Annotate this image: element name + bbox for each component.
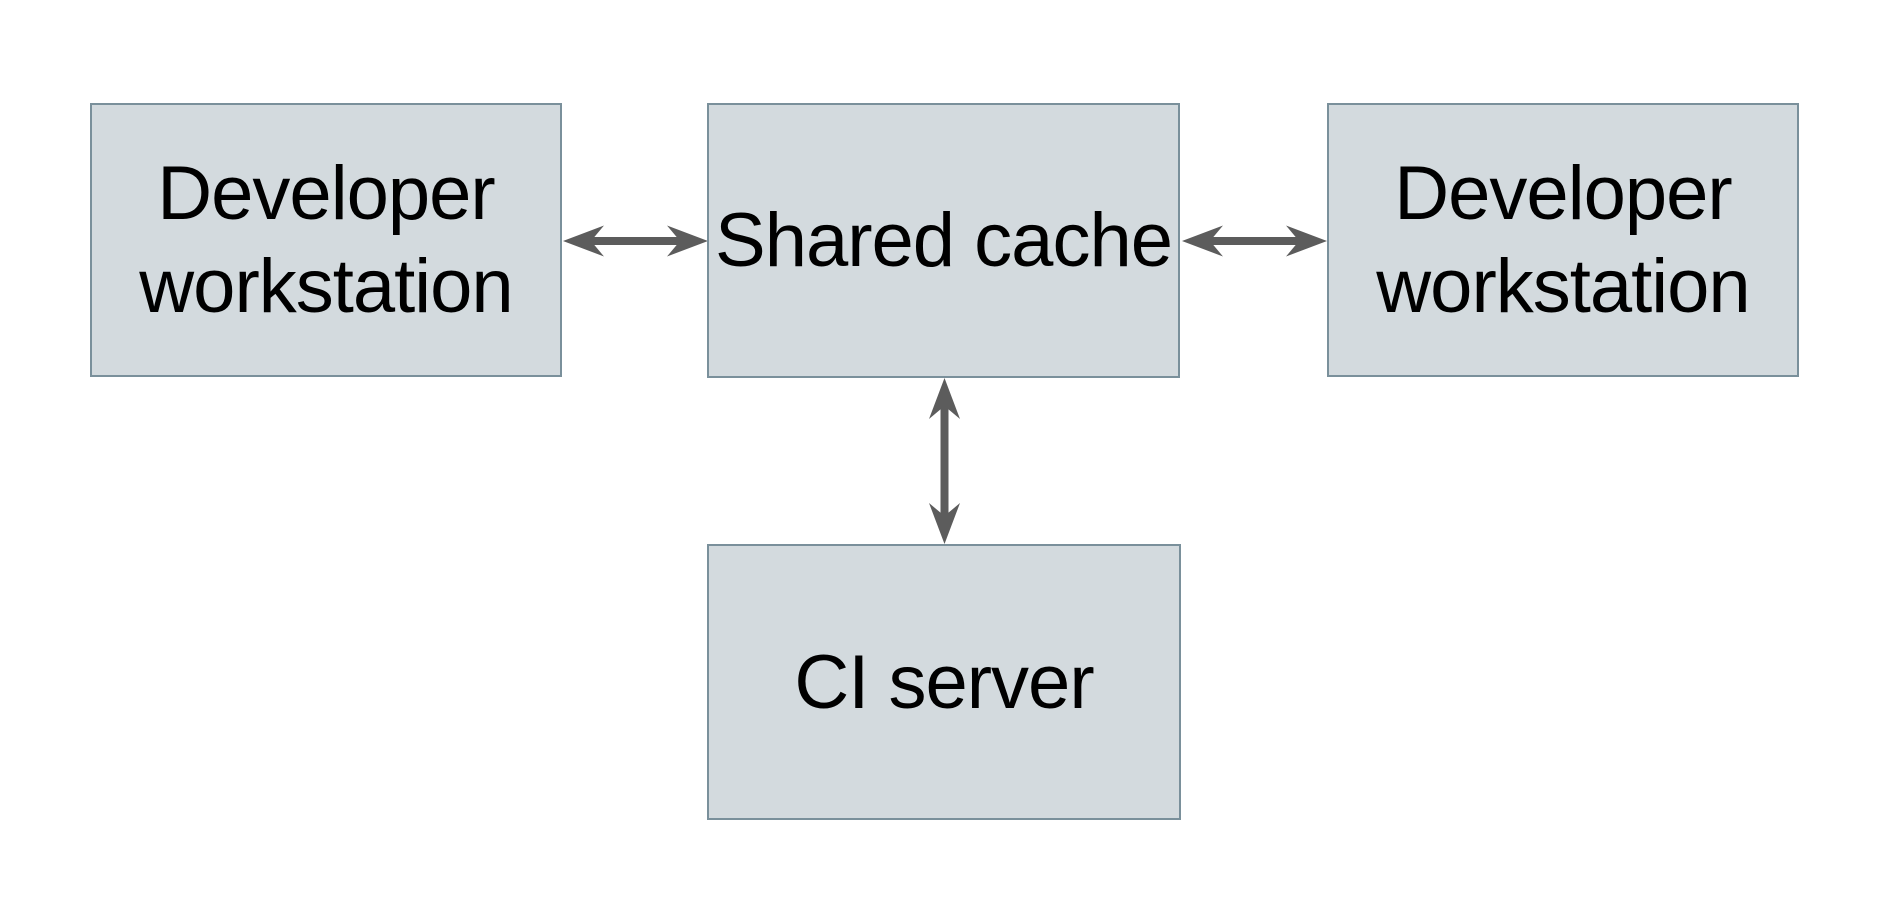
node-label: Shared cache — [715, 198, 1173, 283]
node-ci-server: CI server — [707, 544, 1181, 820]
arrow-left-workstation-shared-cache — [563, 225, 708, 257]
node-label: CI server — [794, 639, 1094, 725]
node-developer-workstation-right: Developer workstation — [1327, 103, 1799, 377]
arrow-shared-cache-ci-server — [929, 378, 960, 544]
node-developer-workstation-left: Developer workstation — [90, 103, 562, 377]
arrow-shared-cache-right-workstation — [1182, 225, 1327, 257]
node-label: Developer workstation — [1376, 151, 1750, 329]
node-label: Developer workstation — [139, 151, 513, 329]
node-shared-cache: Shared cache — [707, 103, 1180, 378]
